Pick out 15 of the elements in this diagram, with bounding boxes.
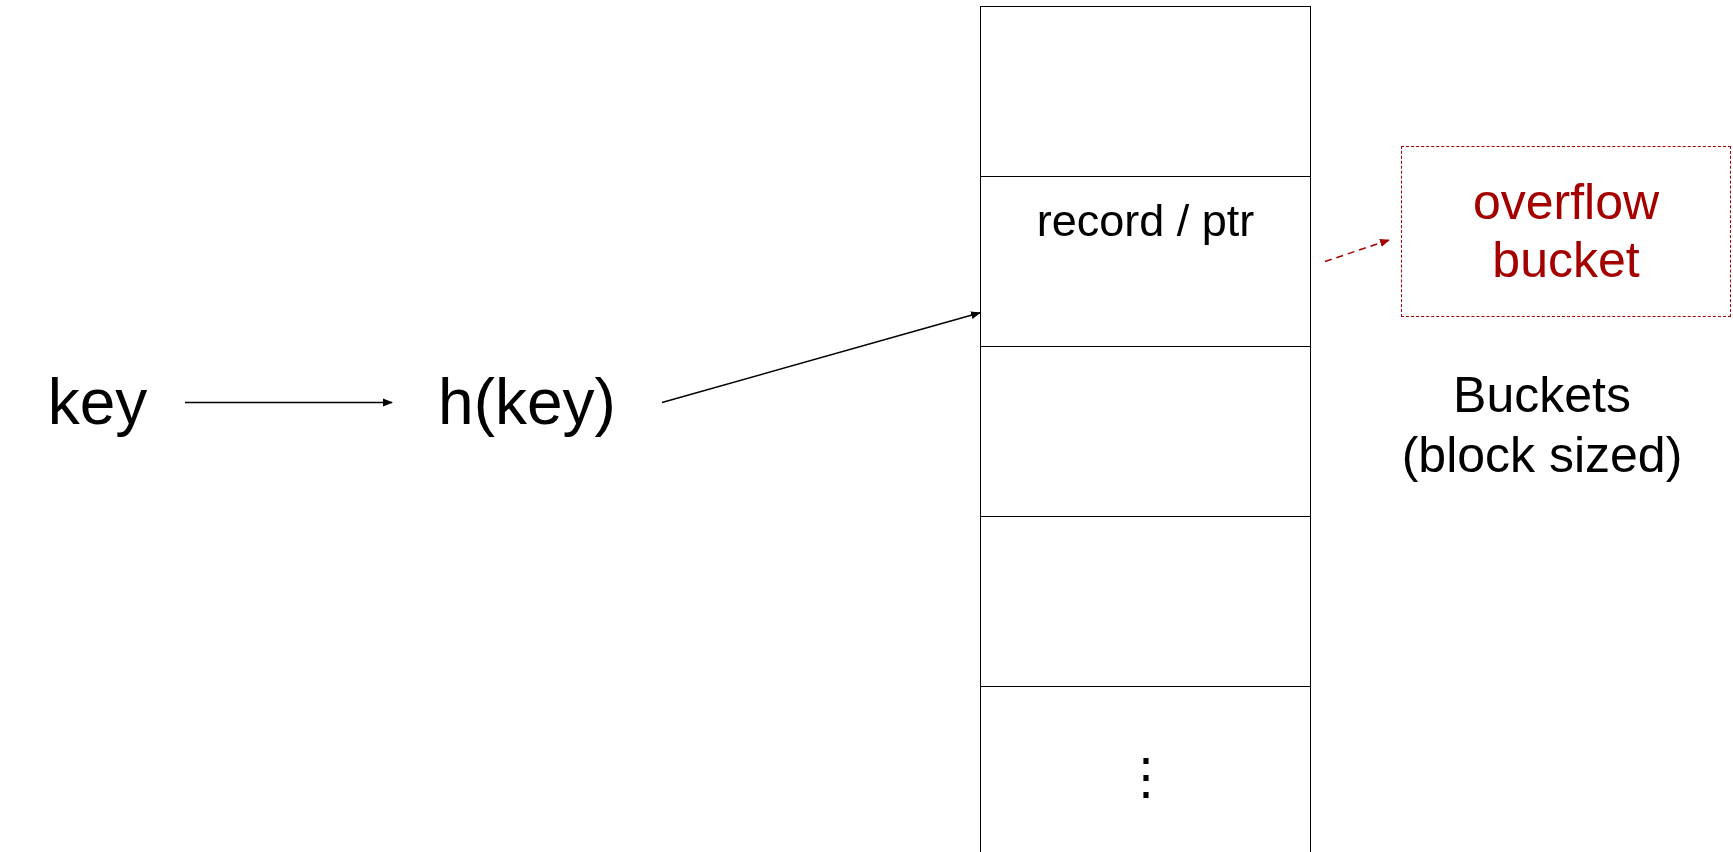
bucket-cell [980,516,1311,687]
node-label: h(key) [438,365,616,440]
cell-text: record / ptr [1036,195,1255,247]
cell-text: overflow bucket [1471,174,1661,289]
caption-text: Buckets (block sized) [1400,366,1684,485]
overflow-bucket-box [1401,146,1731,317]
bucket-cell [980,6,1311,177]
node-label: key [47,365,148,440]
bucket-cell [980,346,1311,517]
bucket-cell [980,176,1311,347]
cell-text: ⋮ [1120,747,1171,806]
arrow [1324,239,1390,263]
arrow [184,398,393,407]
bucket-cell [980,686,1311,852]
arrow [661,311,981,404]
